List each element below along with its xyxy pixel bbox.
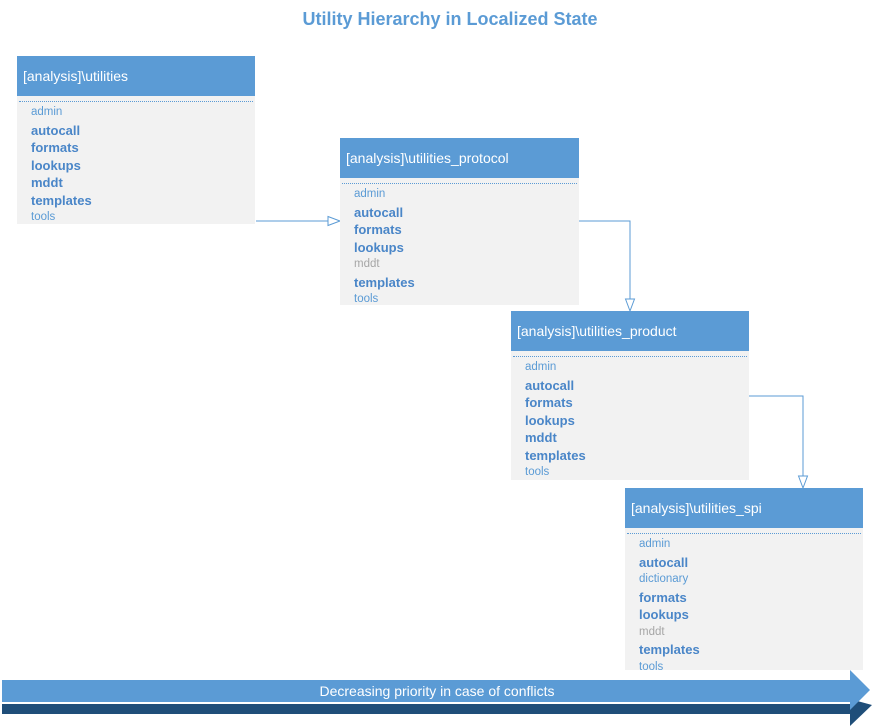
utilities-box: [analysis]\utilities admin autocall form… [17,56,255,224]
arrowhead-1 [327,215,342,227]
utility-item-tools: tools [354,293,379,305]
header-separator [19,101,253,102]
utility-item-mddt: mddt [354,258,380,270]
utility-item-lookups: lookups [354,239,404,255]
utility-item-mddt: mddt [525,430,557,445]
utility-item-formats: formats [639,589,687,605]
utility-item-formats: formats [525,395,573,410]
utility-item-tools: tools [525,466,550,478]
utility-item-templates: templates [639,642,700,657]
priority-arrow-shadow [2,699,872,726]
utilities-spi-box-header: [analysis]\utilities_spi [625,488,863,528]
utility-item-autocall: autocall [525,377,575,393]
utility-item-lookups: lookups [525,412,575,428]
utility-item-templates: templates [31,192,92,208]
utility-item-templates: templates [354,274,415,290]
utilities-product-box-header: [analysis]\utilities_product [511,311,749,351]
utility-item-tools: tools [639,660,664,673]
utilities-protocol-box-header: [analysis]\utilities_protocol [340,138,579,178]
connector-arrow-2 [579,220,631,311]
arrowhead-2 [624,298,636,313]
utility-item-admin: admin [31,106,63,118]
header-separator [627,533,861,534]
priority-arrow-label: Decreasing priority in case of conflicts [319,683,555,699]
header-separator [513,356,747,357]
arrowhead-3 [797,475,809,490]
utility-item-autocall: autocall [31,122,81,138]
utilities-box-header: [analysis]\utilities [17,56,255,96]
utilities-protocol-item-list: admin autocall formats lookups mddt temp… [340,186,579,309]
utilities-spi-item-list: admin autocall dictionary formats lookup… [625,536,863,676]
utilities-product-box: [analysis]\utilities_product admin autoc… [511,311,749,480]
utility-item-admin: admin [354,188,386,200]
utility-item-mddt: mddt [639,625,665,638]
utility-item-autocall: autocall [639,554,689,570]
utility-item-lookups: lookups [31,157,81,173]
diagram-title: Utility Hierarchy in Localized State [302,9,598,29]
utility-item-formats: formats [354,222,402,237]
utilities-spi-box: [analysis]\utilities_spi admin autocall … [625,488,863,673]
priority-arrow [2,670,870,710]
utility-item-admin: admin [639,538,671,550]
utility-item-templates: templates [525,447,586,463]
utility-item-autocall: autocall [354,204,404,220]
utility-item-admin: admin [525,361,557,373]
utility-item-formats: formats [31,140,79,155]
utilities-protocol-box: [analysis]\utilities_protocol admin auto… [340,138,579,305]
utility-item-lookups: lookups [639,607,689,622]
utility-item-tools: tools [31,211,56,223]
connector-arrow-3 [749,395,804,488]
utilities-product-item-list: admin autocall formats lookups mddt temp… [511,359,749,482]
utility-item-mddt: mddt [31,175,63,190]
header-separator [342,183,577,184]
utilities-item-list: admin autocall formats lookups mddt temp… [17,104,255,227]
utility-item-dictionary: dictionary [639,573,689,585]
